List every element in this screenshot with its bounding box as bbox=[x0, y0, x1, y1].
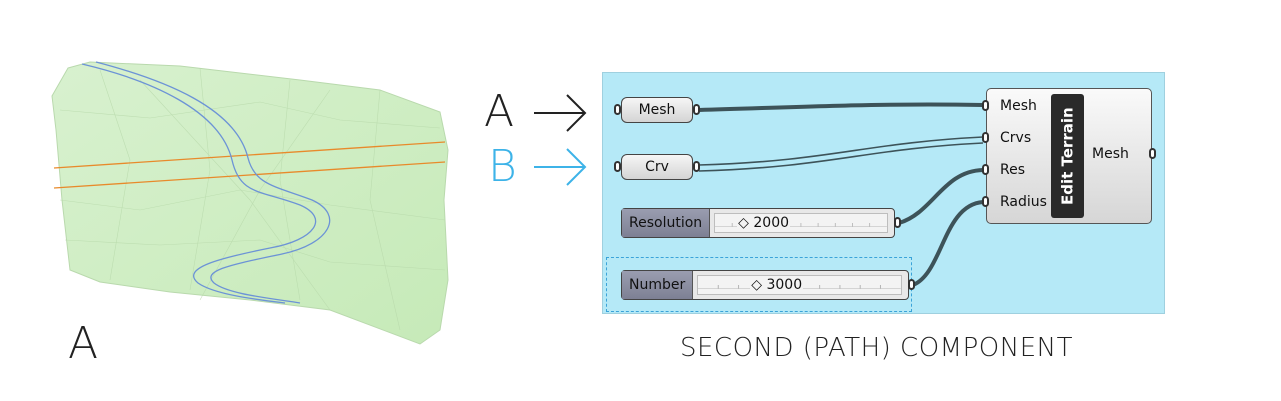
number-slider[interactable]: Number ◇ 3000 bbox=[621, 270, 909, 300]
resolution-slider-value-text: 2000 bbox=[753, 215, 790, 231]
wires bbox=[698, 102, 984, 287]
mesh-param-input-grip[interactable] bbox=[614, 104, 621, 115]
terrain-label: A bbox=[68, 318, 99, 369]
wire-crv-a bbox=[698, 136, 984, 166]
crv-param-label: Crv bbox=[645, 159, 669, 175]
crv-param-output-grip[interactable] bbox=[693, 161, 700, 172]
caption: SECOND (PATH) COMPONENT bbox=[680, 333, 1073, 363]
input-a-label: A bbox=[484, 86, 515, 137]
wire-mesh bbox=[698, 102, 984, 112]
mesh-param[interactable]: Mesh bbox=[621, 97, 693, 123]
grasshopper-canvas[interactable]: Mesh Crv Resolution ◇ 2000 bbox=[602, 72, 1165, 314]
number-slider-name: Number bbox=[622, 271, 694, 299]
number-slider-value: ◇ 3000 bbox=[750, 277, 804, 293]
mesh-param-output-grip[interactable] bbox=[693, 104, 700, 115]
edit-terrain-output-mesh: Mesh bbox=[1092, 146, 1129, 162]
crv-param-input-grip[interactable] bbox=[614, 161, 621, 172]
wire-number bbox=[912, 200, 984, 287]
edit-terrain-grip-mesh[interactable] bbox=[982, 100, 989, 111]
edit-terrain-output-grip[interactable] bbox=[1149, 148, 1156, 159]
number-slider-output-grip[interactable] bbox=[908, 279, 915, 290]
resolution-slider-name: Resolution bbox=[622, 209, 711, 237]
slider-knob-icon[interactable]: ◇ bbox=[738, 215, 749, 231]
edit-terrain-input-res: Res bbox=[1000, 162, 1026, 178]
road-curve-lower bbox=[53, 161, 446, 189]
edit-terrain-input-radius: Radius bbox=[1000, 194, 1047, 210]
slider-knob-icon[interactable]: ◇ bbox=[751, 277, 763, 293]
edit-terrain-grip-radius[interactable] bbox=[982, 196, 989, 207]
edit-terrain-grip-crvs[interactable] bbox=[982, 132, 989, 143]
edit-terrain-component[interactable]: Mesh Crvs Res Radius Edit Terrain Mesh bbox=[982, 88, 1164, 224]
terrain-mesh-illustration bbox=[51, 61, 449, 345]
terrain-surface bbox=[51, 61, 449, 345]
wire-crv-b bbox=[698, 142, 984, 172]
number-slider-value-text: 3000 bbox=[766, 277, 803, 293]
arrow-b bbox=[534, 148, 587, 186]
road-curve-upper bbox=[53, 141, 446, 169]
edit-terrain-grip-res[interactable] bbox=[982, 164, 989, 175]
input-b-label: B bbox=[488, 141, 517, 192]
resolution-slider[interactable]: Resolution ◇ 2000 bbox=[621, 208, 895, 238]
edit-terrain-input-crvs: Crvs bbox=[1000, 130, 1032, 146]
input-arrows bbox=[534, 94, 587, 186]
number-slider-track[interactable]: ◇ 3000 bbox=[697, 275, 902, 295]
edit-terrain-input-mesh: Mesh bbox=[1000, 98, 1037, 114]
resolution-slider-value: ◇ 2000 bbox=[737, 215, 791, 231]
resolution-slider-output-grip[interactable] bbox=[894, 217, 901, 228]
mesh-param-label: Mesh bbox=[638, 102, 676, 118]
path-curve-left bbox=[81, 63, 317, 304]
terrain-mesh-lines bbox=[59, 67, 446, 331]
path-curve-right bbox=[95, 61, 331, 304]
crv-param[interactable]: Crv bbox=[621, 154, 693, 180]
resolution-slider-track[interactable]: ◇ 2000 bbox=[714, 213, 888, 233]
arrow-a bbox=[534, 94, 587, 132]
wire-resolution bbox=[898, 168, 984, 225]
edit-terrain-title: Edit Terrain bbox=[1051, 94, 1084, 218]
